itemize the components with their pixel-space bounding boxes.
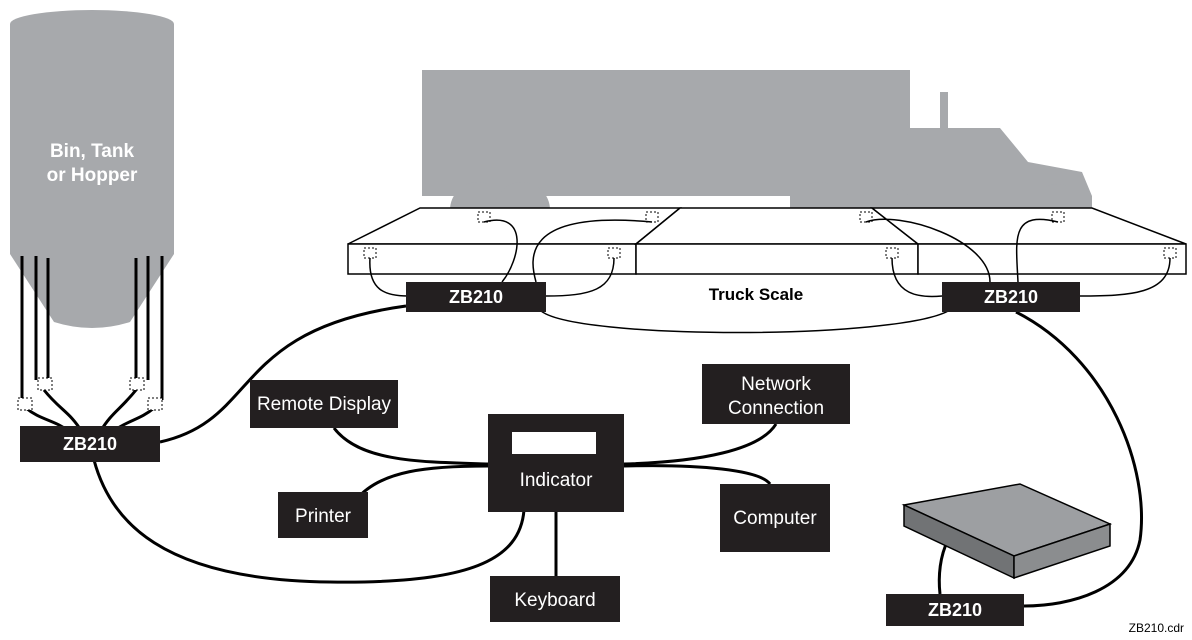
printer-label: Printer (295, 506, 352, 527)
zb210-truck-left-box: ZB210 (406, 282, 546, 312)
computer-box: Computer (720, 484, 830, 552)
system-cables (92, 304, 1143, 608)
truck-scale-platforms (347, 207, 1187, 275)
network-label-line2: Connection (728, 398, 824, 419)
floor-scale-platform (901, 483, 1113, 580)
keyboard-label: Keyboard (514, 590, 595, 611)
network-connection-box: Network Connection (702, 364, 850, 424)
zb210-floor-label: ZB210 (928, 600, 982, 620)
load-cell-box (37, 377, 53, 391)
truck-scale-cables (369, 218, 1171, 334)
indicator-box: Indicator (488, 414, 624, 512)
remote-display-label: Remote Display (257, 394, 392, 415)
silo (10, 10, 174, 400)
bin-label-line2: or Hopper (47, 165, 138, 186)
load-cell-box (129, 377, 145, 391)
remote-display-box: Remote Display (250, 380, 398, 428)
zb210-bin-box: ZB210 (20, 426, 160, 462)
file-name-label: ZB210.cdr (1129, 621, 1184, 635)
zb210-truck-right-box: ZB210 (942, 282, 1080, 312)
indicator-display-screen (512, 432, 596, 454)
indicator-label: Indicator (520, 470, 594, 491)
bin-label-line1: Bin, Tank (50, 141, 135, 162)
zb210-truck-right-label: ZB210 (984, 287, 1038, 307)
zb210-truck-left-label: ZB210 (449, 287, 503, 307)
zb210-floor-box: ZB210 (886, 594, 1024, 626)
load-cell-box (147, 397, 163, 411)
network-label-line1: Network (741, 374, 811, 395)
computer-label: Computer (733, 508, 817, 529)
keyboard-box: Keyboard (490, 576, 620, 622)
truck-scale-label: Truck Scale (709, 285, 804, 304)
silo-load-cells (17, 377, 163, 434)
printer-box: Printer (278, 492, 368, 538)
zb210-bin-label: ZB210 (63, 434, 117, 454)
load-cell-box (17, 397, 33, 411)
